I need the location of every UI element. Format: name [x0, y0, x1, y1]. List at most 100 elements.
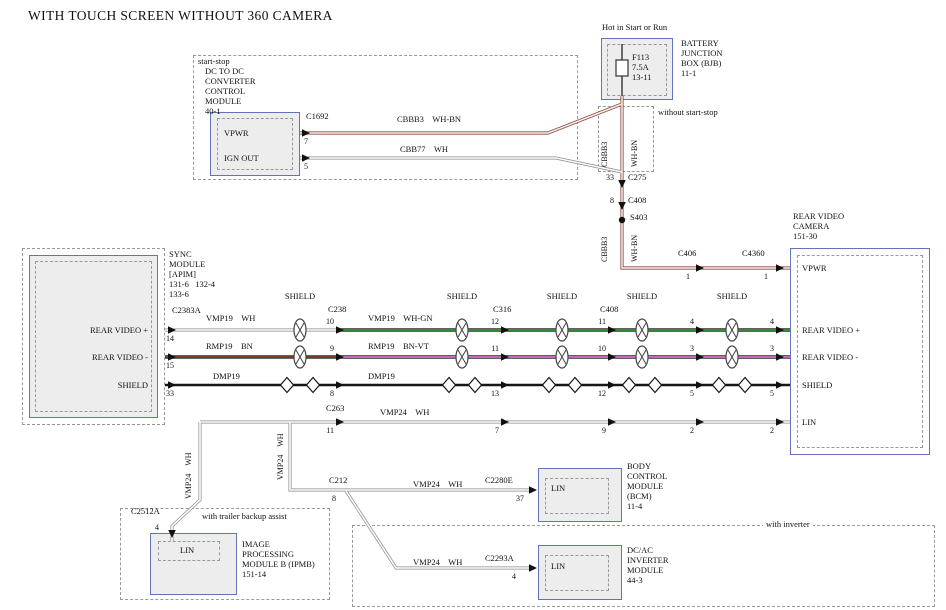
connector-c263: C263: [326, 403, 345, 413]
sync-pin-rear-video-plus: REAR VIDEO +: [90, 325, 148, 335]
wire-label-whbn-vertical: WH-BN: [630, 139, 639, 167]
sync-inner-box: [35, 261, 152, 412]
dcdc-module-box: [210, 112, 300, 176]
ipmb-module-name: IMAGE PROCESSING MODULE B (IPMB) 151-14: [242, 539, 315, 580]
bjb-label: BATTERY JUNCTION BOX (BJB) 11-1: [681, 38, 723, 79]
connector-c4360: C4360: [742, 248, 765, 258]
splice-s403-label: S403: [630, 212, 648, 222]
inverter-lin-box: [545, 555, 609, 591]
ipmb-pin-lin: LIN: [180, 545, 195, 555]
connector-c408: C408: [600, 304, 619, 314]
shield-label: SHIELD: [716, 291, 748, 301]
connector-c2383a: C2383A: [172, 305, 201, 315]
dcdc-config-box: [193, 55, 578, 180]
wire-label-cbbb3-vertical: CBBB3: [600, 236, 609, 262]
ipmb-module-box: [150, 533, 237, 595]
connector-c2280e: C2280E: [485, 475, 513, 485]
dcdc-pin-vpwr: VPWR: [224, 128, 249, 138]
page-title: WITH TOUCH SCREEN WITHOUT 360 CAMERA: [28, 8, 333, 23]
pin-number: 33: [606, 173, 614, 182]
fuse-symbol: [615, 44, 629, 96]
pin-number: 4: [155, 523, 159, 532]
without-start-stop-label: without start-stop: [658, 107, 718, 117]
pin-number: 3: [770, 344, 774, 353]
wire-label-vmp19-whgn: VMP19 WH-GN: [368, 313, 433, 323]
pin-number: 9: [602, 426, 606, 435]
connector-c212: C212: [329, 475, 348, 485]
pin-number: 4: [770, 317, 774, 326]
wire-label-vmp19-wh: VMP19 WH: [206, 313, 256, 323]
pin-number: 5: [304, 162, 308, 171]
wire-label-vmp24-wh-vertical: VMP24 WH: [184, 452, 193, 499]
pin-number: 2: [770, 426, 774, 435]
pin-number: 5: [690, 389, 694, 398]
pin-number: 9: [330, 344, 334, 353]
camera-pin-vpwr: VPWR: [802, 263, 827, 273]
fuse-inner-box: [607, 44, 667, 96]
inverter-config-label: with inverter: [763, 519, 813, 530]
sync-pin-rear-video-minus: REAR VIDEO -: [91, 352, 148, 362]
fuse-f113-label: F113 7.5A 13-11: [632, 52, 652, 83]
wire-label-vmp24-wh: VMP24 WH: [413, 557, 463, 567]
wire-label-vmp24-wh: VMP24 WH: [380, 407, 430, 417]
connector-c238: C238: [328, 304, 347, 314]
bcm-module-name: BODY CONTROL MODULE (BCM) 11-4: [627, 461, 668, 512]
shield-label: SHIELD: [626, 291, 658, 301]
without-start-stop-box: [598, 106, 654, 172]
inverter-pin-lin: LIN: [551, 561, 566, 571]
splice-s403-dot: [618, 216, 626, 224]
pin-number: 14: [166, 334, 174, 343]
connector-c1692: C1692: [306, 111, 329, 121]
shield-symbols: [293, 318, 739, 369]
pin-number: 8: [330, 389, 334, 398]
dcdc-inner-box: [217, 118, 293, 170]
sync-outer-box: [22, 248, 165, 425]
pin-number: 12: [491, 317, 499, 326]
connector-c2293a: C2293A: [485, 553, 514, 563]
hot-in-start-or-run: Hot in Start or Run: [602, 22, 668, 32]
pin-number: 8: [610, 196, 614, 205]
pin-number: 1: [686, 272, 690, 281]
camera-inner-box: [797, 255, 923, 448]
pin-number: 5: [770, 389, 774, 398]
wire-label-vmp24-wh: VMP24 WH: [413, 479, 463, 489]
shield-label: SHIELD: [546, 291, 578, 301]
pin-number: 11: [326, 426, 334, 435]
drain-diamonds: [279, 376, 753, 394]
wire-label-whbn-vertical: WH-BN: [630, 234, 639, 262]
wire-label-dmp19: DMP19: [368, 371, 395, 381]
pin-number: 4: [690, 317, 694, 326]
inverter-config-box: [352, 525, 935, 607]
wire-label-cbbb3-whbn: CBBB3 WH-BN: [397, 114, 462, 124]
dcdc-module-name: DC TO DC CONVERTER CONTROL MODULE 40-1: [205, 66, 256, 117]
pin-number: 11: [598, 317, 606, 326]
camera-pin-rear-video-minus: REAR VIDEO -: [802, 352, 859, 362]
bjb-box: [601, 38, 673, 100]
wire-label-dmp19: DMP19: [213, 371, 240, 381]
dcdc-pin-ign-out: IGN OUT: [224, 153, 259, 163]
connector-c2512a: C2512A: [131, 506, 160, 516]
connector-c406: C406: [678, 248, 697, 258]
pin-number: 11: [491, 344, 499, 353]
shield-label: SHIELD: [446, 291, 478, 301]
trailer-config-box: [120, 508, 330, 600]
sync-module-name: SYNC MODULE [APIM] 131-6 132-4 133-6: [169, 249, 216, 300]
pin-number: 2: [690, 426, 694, 435]
connector-c275: C275: [628, 172, 647, 182]
pin-number: 8: [332, 494, 336, 503]
sync-module-box: [29, 255, 158, 418]
bcm-lin-box: [545, 478, 609, 514]
connector-c316: C316: [493, 304, 512, 314]
camera-pin-rear-video-plus: REAR VIDEO +: [802, 325, 860, 335]
camera-module-box: [790, 248, 930, 455]
camera-pin-shield: SHIELD: [802, 380, 833, 390]
wire-label-cbbb3-vertical: CBBB3: [600, 141, 609, 167]
wire-label-cbb77-wh: CBB77 WH: [400, 144, 449, 154]
pin-number: 10: [598, 344, 606, 353]
pin-number: 1: [764, 272, 768, 281]
wire-label-rmp19-bnvt: RMP19 BN-VT: [368, 341, 429, 351]
camera-pin-lin: LIN: [802, 417, 817, 427]
trailer-config-label: with trailer backup assist: [202, 511, 287, 521]
bcm-pin-lin: LIN: [551, 483, 566, 493]
